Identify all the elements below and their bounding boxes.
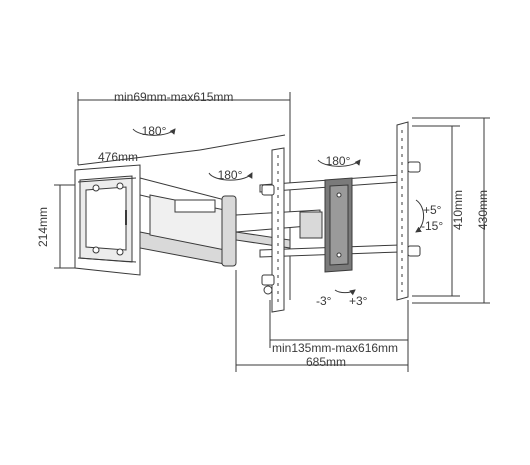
arm-swivel-mid-label: 180° <box>217 168 243 182</box>
arm-extension-label: min69mm-max615mm <box>114 90 234 104</box>
tilt-arrow <box>415 199 425 233</box>
level-arrow <box>334 289 356 296</box>
overall-width-label: 685mm <box>306 355 347 369</box>
vesa-horizontal-label: min135mm-max616mm <box>272 341 399 355</box>
arm-swivel-top-arrow <box>132 128 176 136</box>
vesa-vertical-label: 410mm <box>451 190 465 231</box>
level-right-label: +3° <box>349 294 368 308</box>
level-left-label: -3° <box>316 294 332 308</box>
swing-arms <box>139 177 323 267</box>
arm-swivel-mid-arrow <box>208 172 253 181</box>
head-swivel-arrow <box>317 159 361 167</box>
tilt-down-label: -15° <box>421 219 444 233</box>
rotation-arrows <box>132 128 425 296</box>
dimension-lines <box>54 92 490 372</box>
wall-plate-height-label: 214mm <box>36 207 50 248</box>
arm-swivel-top-label: 180° <box>141 124 167 138</box>
overall-height-label: 430mm <box>476 190 490 231</box>
wall-plate-width-dim-line <box>77 149 201 166</box>
head-swivel-label: 180° <box>325 154 351 168</box>
vesa-bracket <box>259 121 421 313</box>
tilt-up-label: +5° <box>423 203 442 217</box>
wall-plate <box>74 164 141 276</box>
wall-plate-width-label: 476mm <box>98 150 139 164</box>
